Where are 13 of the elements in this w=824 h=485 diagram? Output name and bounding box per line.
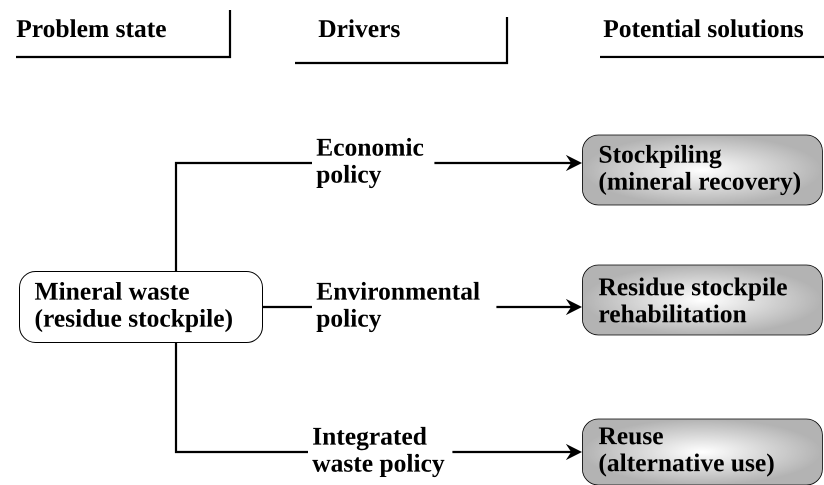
column-heading: Drivers [318, 19, 400, 38]
connector-line [174, 343, 308, 454]
connector-line [263, 306, 312, 308]
connector-line [174, 162, 312, 271]
driver-label: Integrated waste policy [312, 426, 444, 478]
column-heading: Potential solutions [604, 19, 804, 38]
column-heading: Problem state [16, 19, 166, 38]
driver-label: Economic policy [316, 138, 424, 188]
problem-box: Mineral waste (residue stockpile) [19, 271, 263, 343]
solution-box: Reuse (alternative use) [582, 418, 823, 485]
solution-box: Residue stockpile rehabilitation [582, 264, 823, 336]
solution-box: Stockpiling (mineral recovery) [582, 134, 823, 206]
driver-label: Environmental policy [316, 282, 480, 332]
